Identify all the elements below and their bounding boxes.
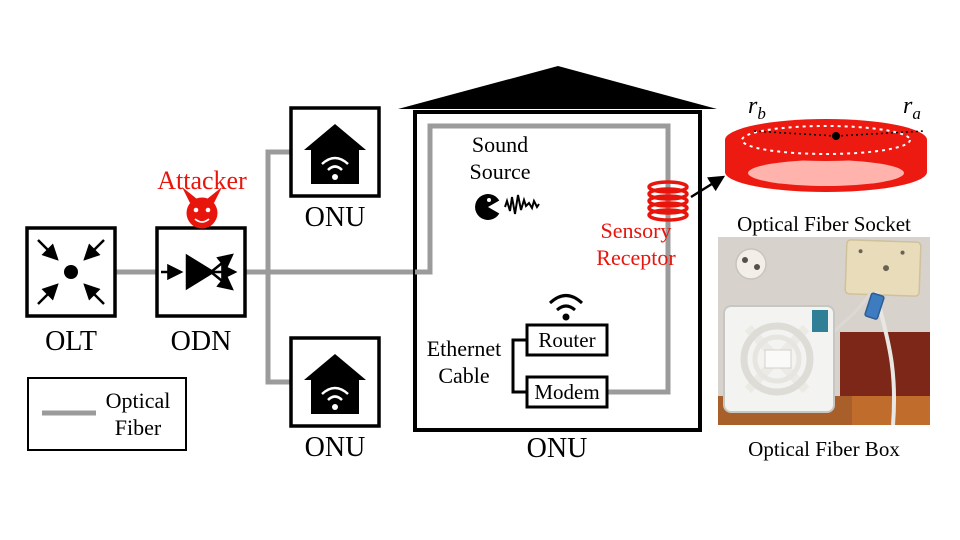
- fiber-cable-to-box: [832, 292, 872, 333]
- photo-wood-floor-highlight: [852, 396, 930, 425]
- blue-connector: [864, 292, 885, 320]
- wifi-icon: [548, 294, 584, 321]
- ethernet-cable-label-line1: Ethernet: [427, 336, 502, 361]
- onu-top-node: ONU: [289, 106, 381, 233]
- coil-zoom-arrow: [690, 175, 726, 199]
- onu-bottom-node: ONU: [289, 336, 381, 463]
- fiber-branch-onu-top: [265, 149, 291, 272]
- house-onu: Sound Source Sensory Receptor Ethernet C…: [398, 66, 717, 464]
- legend-label-line1: Optical: [106, 388, 171, 413]
- modem-box: [525, 375, 609, 409]
- legend-label-line2: Fiber: [115, 415, 162, 440]
- modem-label: Modem: [534, 380, 599, 404]
- radius-inner-base: r: [748, 93, 758, 119]
- box-photo-caption: Optical Fiber Box: [748, 437, 900, 461]
- pacman-waveform-icon: [475, 194, 540, 220]
- devil-face-icon: [182, 187, 222, 229]
- attacker-label: Attacker: [157, 166, 247, 195]
- power-socket: [735, 248, 767, 280]
- radius-inner-line: [751, 130, 837, 137]
- fiber-coil-model: rb ra: [690, 93, 927, 199]
- cylinder-center-dot: [832, 132, 840, 140]
- socket-photo-caption: Optical Fiber Socket: [737, 212, 911, 236]
- radius-inner-sub: b: [757, 104, 766, 123]
- router-label: Router: [538, 328, 595, 352]
- onu-bottom-label: ONU: [305, 432, 366, 463]
- radius-outer-base: r: [903, 93, 913, 119]
- olt-label: OLT: [45, 326, 97, 357]
- attacker: Attacker: [157, 166, 247, 229]
- odn-node: ODN: [155, 226, 247, 357]
- fiber-branch-onu-bottom: [265, 272, 291, 385]
- ethernet-bracket: [511, 338, 527, 394]
- odn-label: ODN: [171, 326, 232, 357]
- photo-dark-red-area: [840, 332, 930, 398]
- fiber-socket-plate: [844, 239, 922, 297]
- cylinder-inner-bottom: [748, 160, 904, 186]
- converging-arrows-icon: [37, 239, 105, 305]
- router-box: [525, 323, 609, 357]
- legend: Optical Fiber: [27, 377, 187, 451]
- radius-outer-sub: a: [912, 104, 921, 123]
- olt-center-dot: [64, 265, 78, 279]
- cylinder-inner-rim-dotted: [741, 125, 911, 155]
- fiber-box-teal-part: [812, 310, 828, 332]
- fiber-coil-in-box: [740, 322, 814, 396]
- house-wifi-icon: [304, 124, 366, 184]
- radius-outer-label: ra: [903, 93, 921, 123]
- fiber-box-label-card: [764, 349, 792, 369]
- onu-top-label: ONU: [305, 202, 366, 233]
- sound-source-label-line1: Sound: [472, 132, 528, 157]
- installation-photo: [718, 237, 930, 426]
- olt-node: OLT: [25, 226, 117, 357]
- house-wifi-icon: [304, 354, 366, 414]
- sound-source-label-line2: Source: [469, 159, 530, 184]
- fiber-box: [723, 305, 835, 413]
- radius-inner-label: rb: [748, 93, 766, 123]
- splitter-icon: [161, 253, 238, 291]
- house-onu-label: ONU: [527, 433, 588, 464]
- sensory-receptor-label-line1: Sensory: [601, 218, 672, 243]
- house-roof: [398, 66, 717, 109]
- fiber-inside-house: [415, 123, 671, 395]
- sensory-receptor-label-line2: Receptor: [596, 245, 676, 270]
- ethernet-cable-label-line2: Cable: [438, 363, 489, 388]
- fiber-coil-icon: [647, 180, 689, 222]
